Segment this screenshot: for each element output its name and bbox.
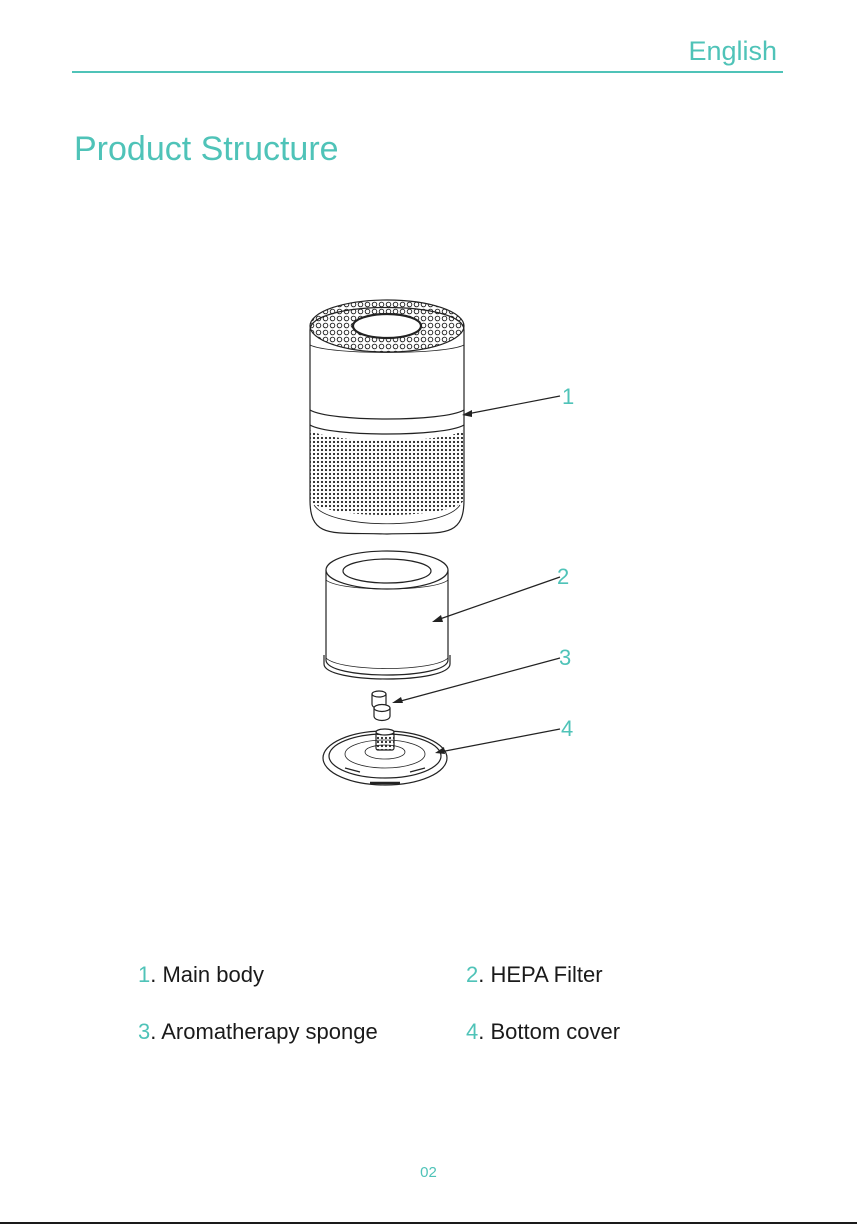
- legend-item-hepa-filter: 2. HEPA Filter: [466, 962, 603, 988]
- legend-label: . Bottom cover: [478, 1019, 620, 1044]
- legend-number: 2: [466, 962, 478, 987]
- hepa-filter-drawing: [324, 551, 450, 679]
- bottom-cover-drawing: [323, 729, 447, 785]
- main-body-drawing: [310, 300, 464, 534]
- legend-item-main-body: 1. Main body: [138, 962, 264, 988]
- callout-4: 4: [561, 718, 573, 740]
- aromatherapy-sponge-drawing: [372, 691, 390, 721]
- page-number: 02: [0, 1164, 857, 1181]
- legend-label: . Aromatherapy sponge: [150, 1019, 377, 1044]
- legend-number: 1: [138, 962, 150, 987]
- callout-1: 1: [562, 386, 574, 408]
- legend-label: . HEPA Filter: [478, 962, 602, 987]
- legend-item-aromatherapy-sponge: 3. Aromatherapy sponge: [138, 1019, 378, 1045]
- legend-number: 3: [138, 1019, 150, 1044]
- legend-label: . Main body: [150, 962, 264, 987]
- callout-3: 3: [559, 647, 571, 669]
- callout-2: 2: [557, 566, 569, 588]
- legend-item-bottom-cover: 4. Bottom cover: [466, 1019, 620, 1045]
- legend-number: 4: [466, 1019, 478, 1044]
- footer-divider: [0, 1222, 857, 1224]
